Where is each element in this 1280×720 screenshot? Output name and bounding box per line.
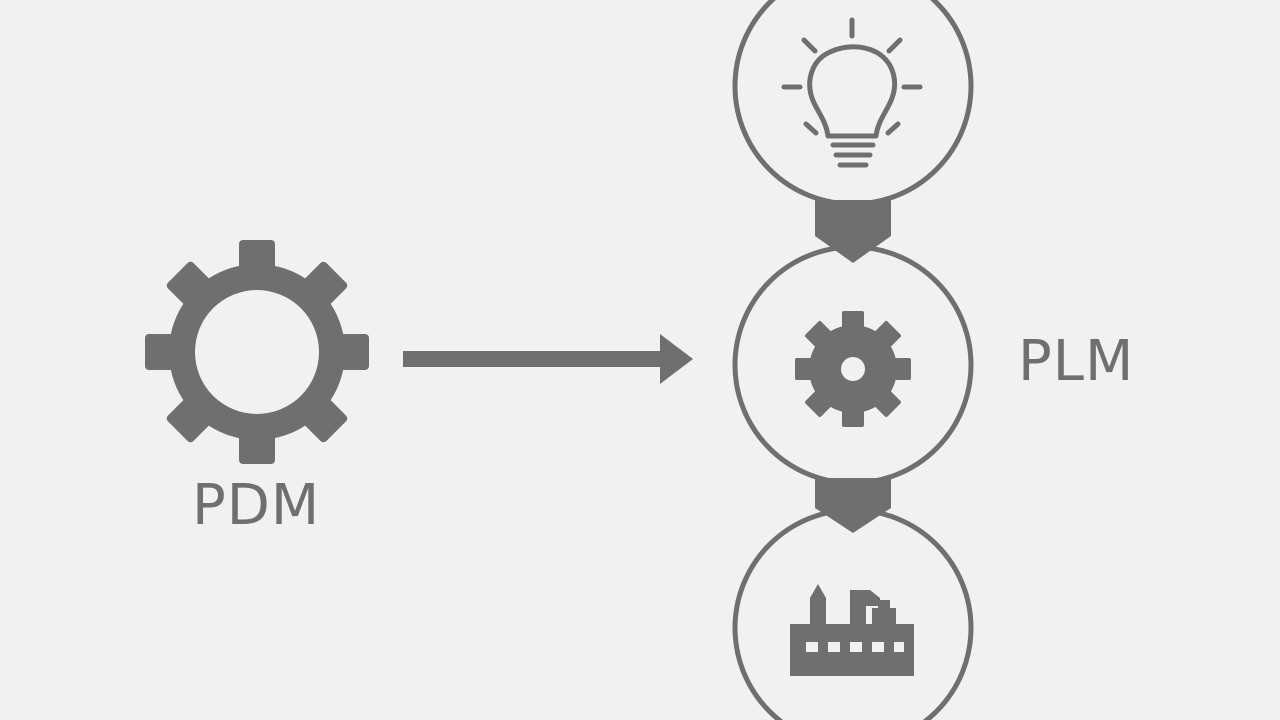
lightbulb-icon xyxy=(781,17,923,168)
factory-icon xyxy=(790,584,914,676)
stage-process xyxy=(732,244,974,486)
stage-production xyxy=(732,507,974,720)
arrow-right-icon xyxy=(403,334,693,384)
connector-down-icon xyxy=(815,478,891,533)
pdm-label: PDM xyxy=(192,473,321,538)
gear-icon xyxy=(795,311,911,427)
plm-label: PLM xyxy=(1018,329,1135,394)
connector-down-icon xyxy=(815,200,891,263)
pdm-gear-icon xyxy=(145,240,369,464)
stage-idea xyxy=(732,0,974,207)
factory-windows xyxy=(806,642,904,652)
